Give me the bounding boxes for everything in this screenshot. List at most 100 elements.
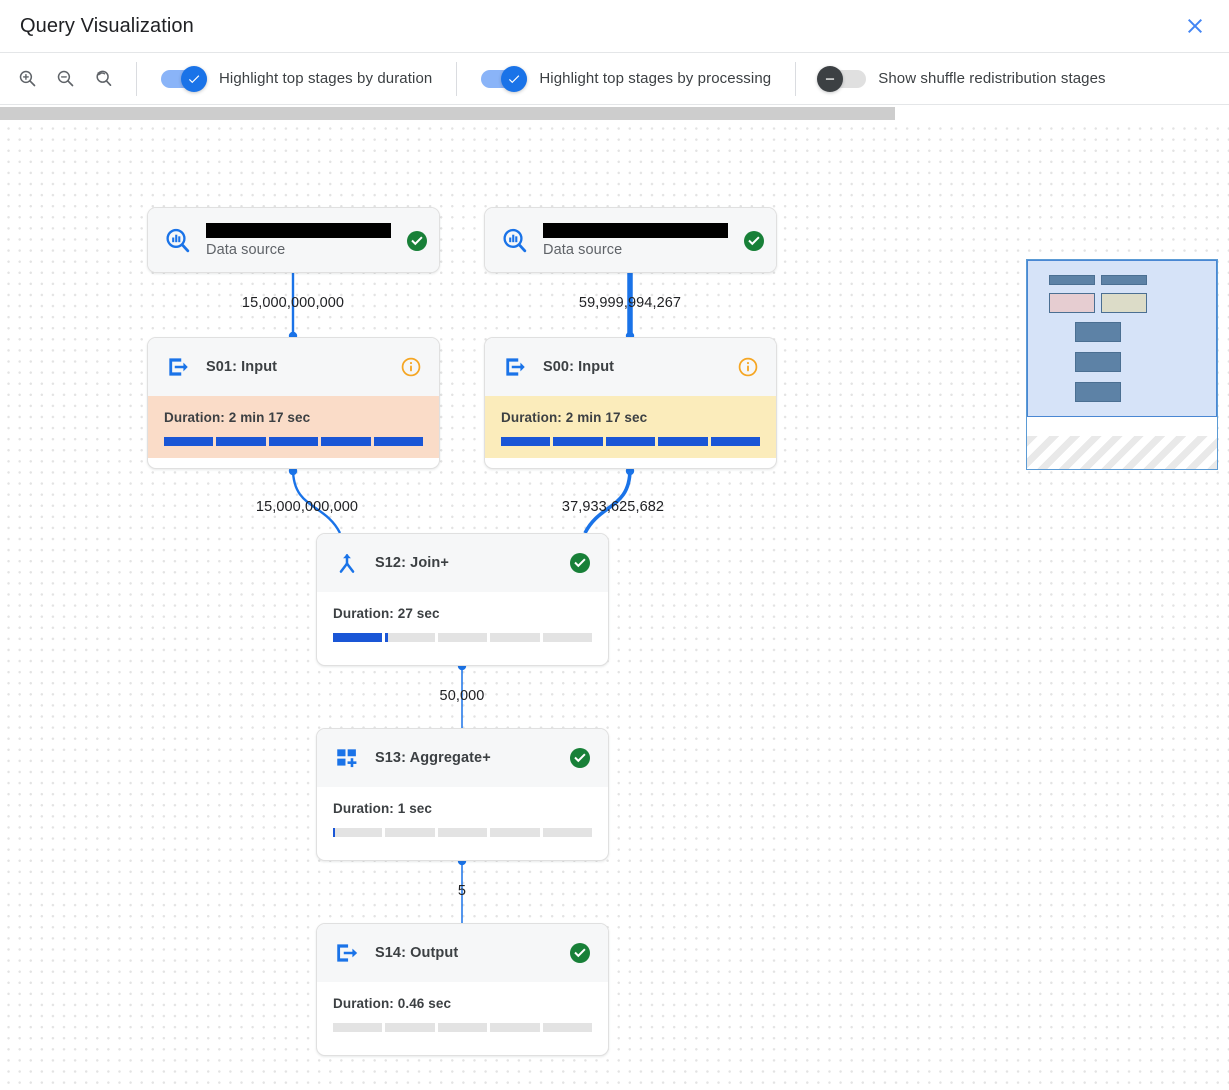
progress-segment [385, 633, 435, 642]
progress-segment [321, 437, 371, 446]
node-header: S13: Aggregate+ [317, 729, 608, 787]
close-icon [1183, 14, 1207, 38]
check-icon [188, 74, 200, 83]
status-badge-success [568, 746, 592, 770]
node-stage-s13[interactable]: S13: Aggregate+ Duration: 1 sec [316, 728, 609, 861]
zoom-in-icon [17, 68, 38, 89]
node-title: S01: Input [206, 359, 278, 375]
node-title: S00: Input [543, 359, 615, 375]
progress-segment [373, 437, 424, 446]
switch-thumb [181, 65, 207, 92]
node-body: Duration: 2 min 17 sec [485, 396, 776, 458]
edge-label: 5 [457, 883, 467, 899]
minimap-node [1049, 275, 1095, 285]
input-arrow-icon [501, 353, 529, 381]
graph-canvas[interactable]: 15,000,000,000 59,999,994,267 15,000,000… [0, 121, 1229, 1090]
output-arrow-icon [333, 939, 361, 967]
progress-segment [333, 633, 383, 642]
progress-bar [501, 437, 761, 446]
progress-segment [658, 437, 708, 446]
edge-label: 15,000,000,000 [255, 499, 359, 515]
close-button[interactable] [1175, 6, 1215, 46]
status-badge-success [568, 941, 592, 965]
node-stage-s00[interactable]: S00: Input Duration: 2 min 17 sec [484, 337, 777, 469]
node-header: S12: Join+ [317, 534, 608, 592]
node-duration: Duration: 0.46 sec [333, 996, 452, 1011]
progress-segment [385, 1023, 435, 1032]
node-data-source-left[interactable]: Data source [147, 207, 440, 273]
node-header: S00: Input [485, 338, 776, 396]
data-source-search-icon [501, 227, 529, 255]
edge-label: 15,000,000,000 [241, 295, 345, 311]
progress-segment [542, 1023, 593, 1032]
progress-segment [437, 633, 488, 642]
zoom-in-button[interactable] [10, 62, 44, 96]
page-title: Query Visualization [20, 14, 194, 37]
edge-label: 37,933,625,682 [561, 499, 665, 515]
input-arrow-icon [164, 353, 192, 381]
minimap-node [1075, 382, 1121, 402]
graph-toolbar: Highlight top stages by duration Highlig… [0, 52, 1229, 105]
horizontal-scrollbar-thumb[interactable] [0, 107, 895, 120]
toggle-highlight-duration-switch[interactable] [161, 65, 207, 92]
dialog-header: Query Visualization [0, 0, 1229, 52]
toggle-show-shuffle-switch[interactable] [817, 65, 867, 92]
progress-segment [501, 437, 551, 446]
switch-thumb [817, 65, 844, 92]
data-source-search-icon [164, 227, 192, 255]
node-duration: Duration: 2 min 17 sec [164, 410, 311, 425]
status-badge-success [568, 551, 592, 575]
zoom-reset-button[interactable] [86, 62, 120, 96]
toolbar-divider [136, 61, 137, 96]
toggle-highlight-processing[interactable]: Highlight top stages by processing [459, 53, 793, 104]
progress-segment [333, 828, 383, 837]
progress-bar [164, 437, 424, 446]
minus-icon [826, 77, 835, 80]
data-source-label: Data source [543, 242, 623, 258]
node-stage-s14[interactable]: S14: Output Duration: 0.46 sec [316, 923, 609, 1056]
progress-segment [164, 437, 214, 446]
progress-segment [333, 1023, 383, 1032]
status-badge-info[interactable] [399, 355, 423, 379]
node-header: Data source [148, 208, 439, 272]
status-badge-success [405, 229, 429, 253]
node-stage-s01[interactable]: S01: Input Duration: 2 min 17 sec [147, 337, 440, 469]
node-header: Data source [485, 208, 776, 272]
graph-minimap[interactable] [1026, 259, 1218, 470]
status-badge-info[interactable] [736, 355, 760, 379]
progress-segment [542, 828, 593, 837]
toggle-show-shuffle-label: Show shuffle redistribution stages [878, 70, 1106, 87]
minimap-node [1075, 322, 1121, 342]
data-source-text: Data source [543, 223, 728, 259]
zoom-out-icon [55, 68, 76, 89]
toggle-highlight-processing-label: Highlight top stages by processing [539, 70, 772, 87]
node-body: Duration: 1 sec [317, 787, 608, 849]
minimap-viewport[interactable] [1027, 260, 1217, 417]
minimap-node [1101, 293, 1147, 313]
progress-segment [553, 437, 603, 446]
toolbar-divider [795, 61, 797, 96]
progress-bar [333, 1023, 593, 1032]
toggle-highlight-duration-label: Highlight top stages by duration [219, 70, 433, 87]
toggle-highlight-duration[interactable]: Highlight top stages by duration [139, 53, 454, 104]
node-title: S12: Join+ [375, 555, 449, 571]
progress-segment [437, 828, 488, 837]
toggle-show-shuffle[interactable]: Show shuffle redistribution stages [798, 53, 1127, 104]
edge-label: 50,000 [439, 688, 485, 704]
node-header: S01: Input [148, 338, 439, 396]
toggle-highlight-processing-switch[interactable] [481, 65, 528, 92]
node-title: S14: Output [375, 945, 459, 961]
progress-segment [605, 437, 656, 446]
check-icon [509, 74, 520, 83]
data-source-label: Data source [206, 242, 286, 258]
node-body: Duration: 2 min 17 sec [148, 396, 439, 458]
progress-segment [490, 633, 540, 642]
minimap-node [1101, 275, 1147, 285]
node-stage-s12[interactable]: S12: Join+ Duration: 27 sec [316, 533, 609, 666]
zoom-out-button[interactable] [48, 62, 82, 96]
node-body: Duration: 0.46 sec [317, 982, 608, 1044]
toolbar-divider [456, 61, 458, 96]
progress-segment [216, 437, 266, 446]
progress-segment [385, 828, 435, 837]
node-data-source-right[interactable]: Data source [484, 207, 777, 273]
